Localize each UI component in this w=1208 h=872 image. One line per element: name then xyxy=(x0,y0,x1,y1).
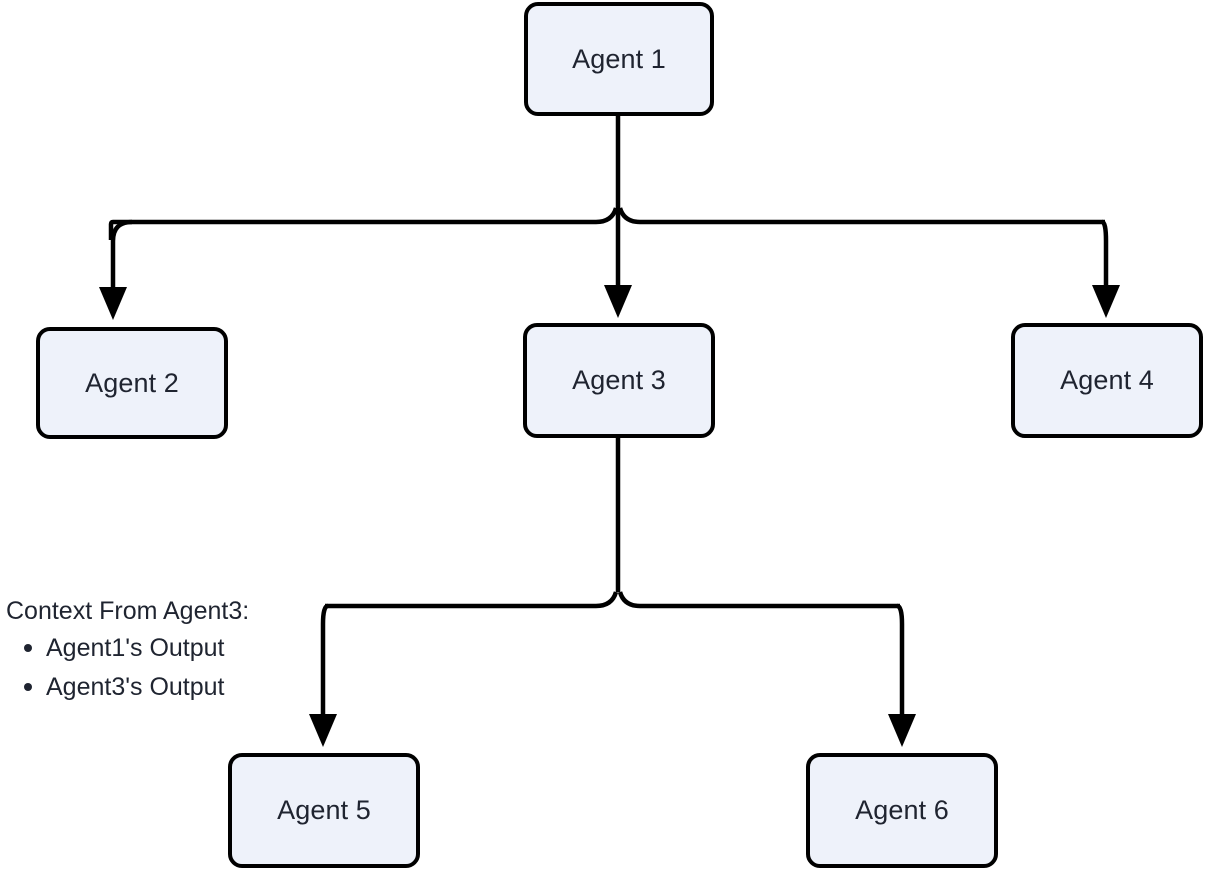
node-agent3-label: Agent 3 xyxy=(572,365,666,395)
edge-bottom-bus xyxy=(325,591,900,609)
node-agent2-label: Agent 2 xyxy=(85,367,179,398)
context-note-item-label: Agent3's Output xyxy=(46,672,225,701)
edge-agent1-to-agent4-line xyxy=(1101,219,1109,288)
node-agent5[interactable]: Agent 5 xyxy=(228,753,420,868)
context-note: Context From Agent3: Agent1's Output Age… xyxy=(6,597,249,707)
arrowhead-to-agent3 xyxy=(604,285,632,318)
node-agent6-label: Agent 6 xyxy=(855,795,949,825)
node-agent3[interactable]: Agent 3 xyxy=(523,323,715,438)
bullet-icon xyxy=(24,683,32,692)
arrowhead-to-agent2 xyxy=(99,287,127,320)
node-agent5-label: Agent 5 xyxy=(277,795,371,825)
node-agent6[interactable]: Agent 6 xyxy=(806,753,998,868)
context-note-item-label: Agent1's Output xyxy=(46,634,225,662)
bullet-icon xyxy=(24,644,32,653)
edge-top-bus xyxy=(129,207,1105,225)
node-agent4-label: Agent 4 xyxy=(1060,365,1154,395)
arrowhead-to-agent4 xyxy=(1092,285,1120,318)
node-agent1-label: Agent 1 xyxy=(572,43,666,74)
edge-agent3-to-agent6-line xyxy=(896,603,905,714)
context-note-list: Agent1's Output Agent3's Output xyxy=(6,629,249,707)
arrowhead-to-agent6 xyxy=(888,714,916,747)
node-agent2[interactable]: Agent 2 xyxy=(36,327,228,439)
arrowhead-to-agent5 xyxy=(309,714,337,747)
edge-agent1-to-agent2-line xyxy=(110,219,133,288)
context-note-title: Context From Agent3: xyxy=(6,597,250,625)
edge-agent3-to-agent5-line xyxy=(320,603,329,714)
edge-agent1-to-agent2 xyxy=(108,219,129,240)
node-agent4[interactable]: Agent 4 xyxy=(1011,323,1203,438)
context-note-item: Agent1's Output xyxy=(6,629,249,668)
context-note-item: Agent3's Output xyxy=(6,668,249,707)
node-agent1[interactable]: Agent 1 xyxy=(524,2,714,116)
